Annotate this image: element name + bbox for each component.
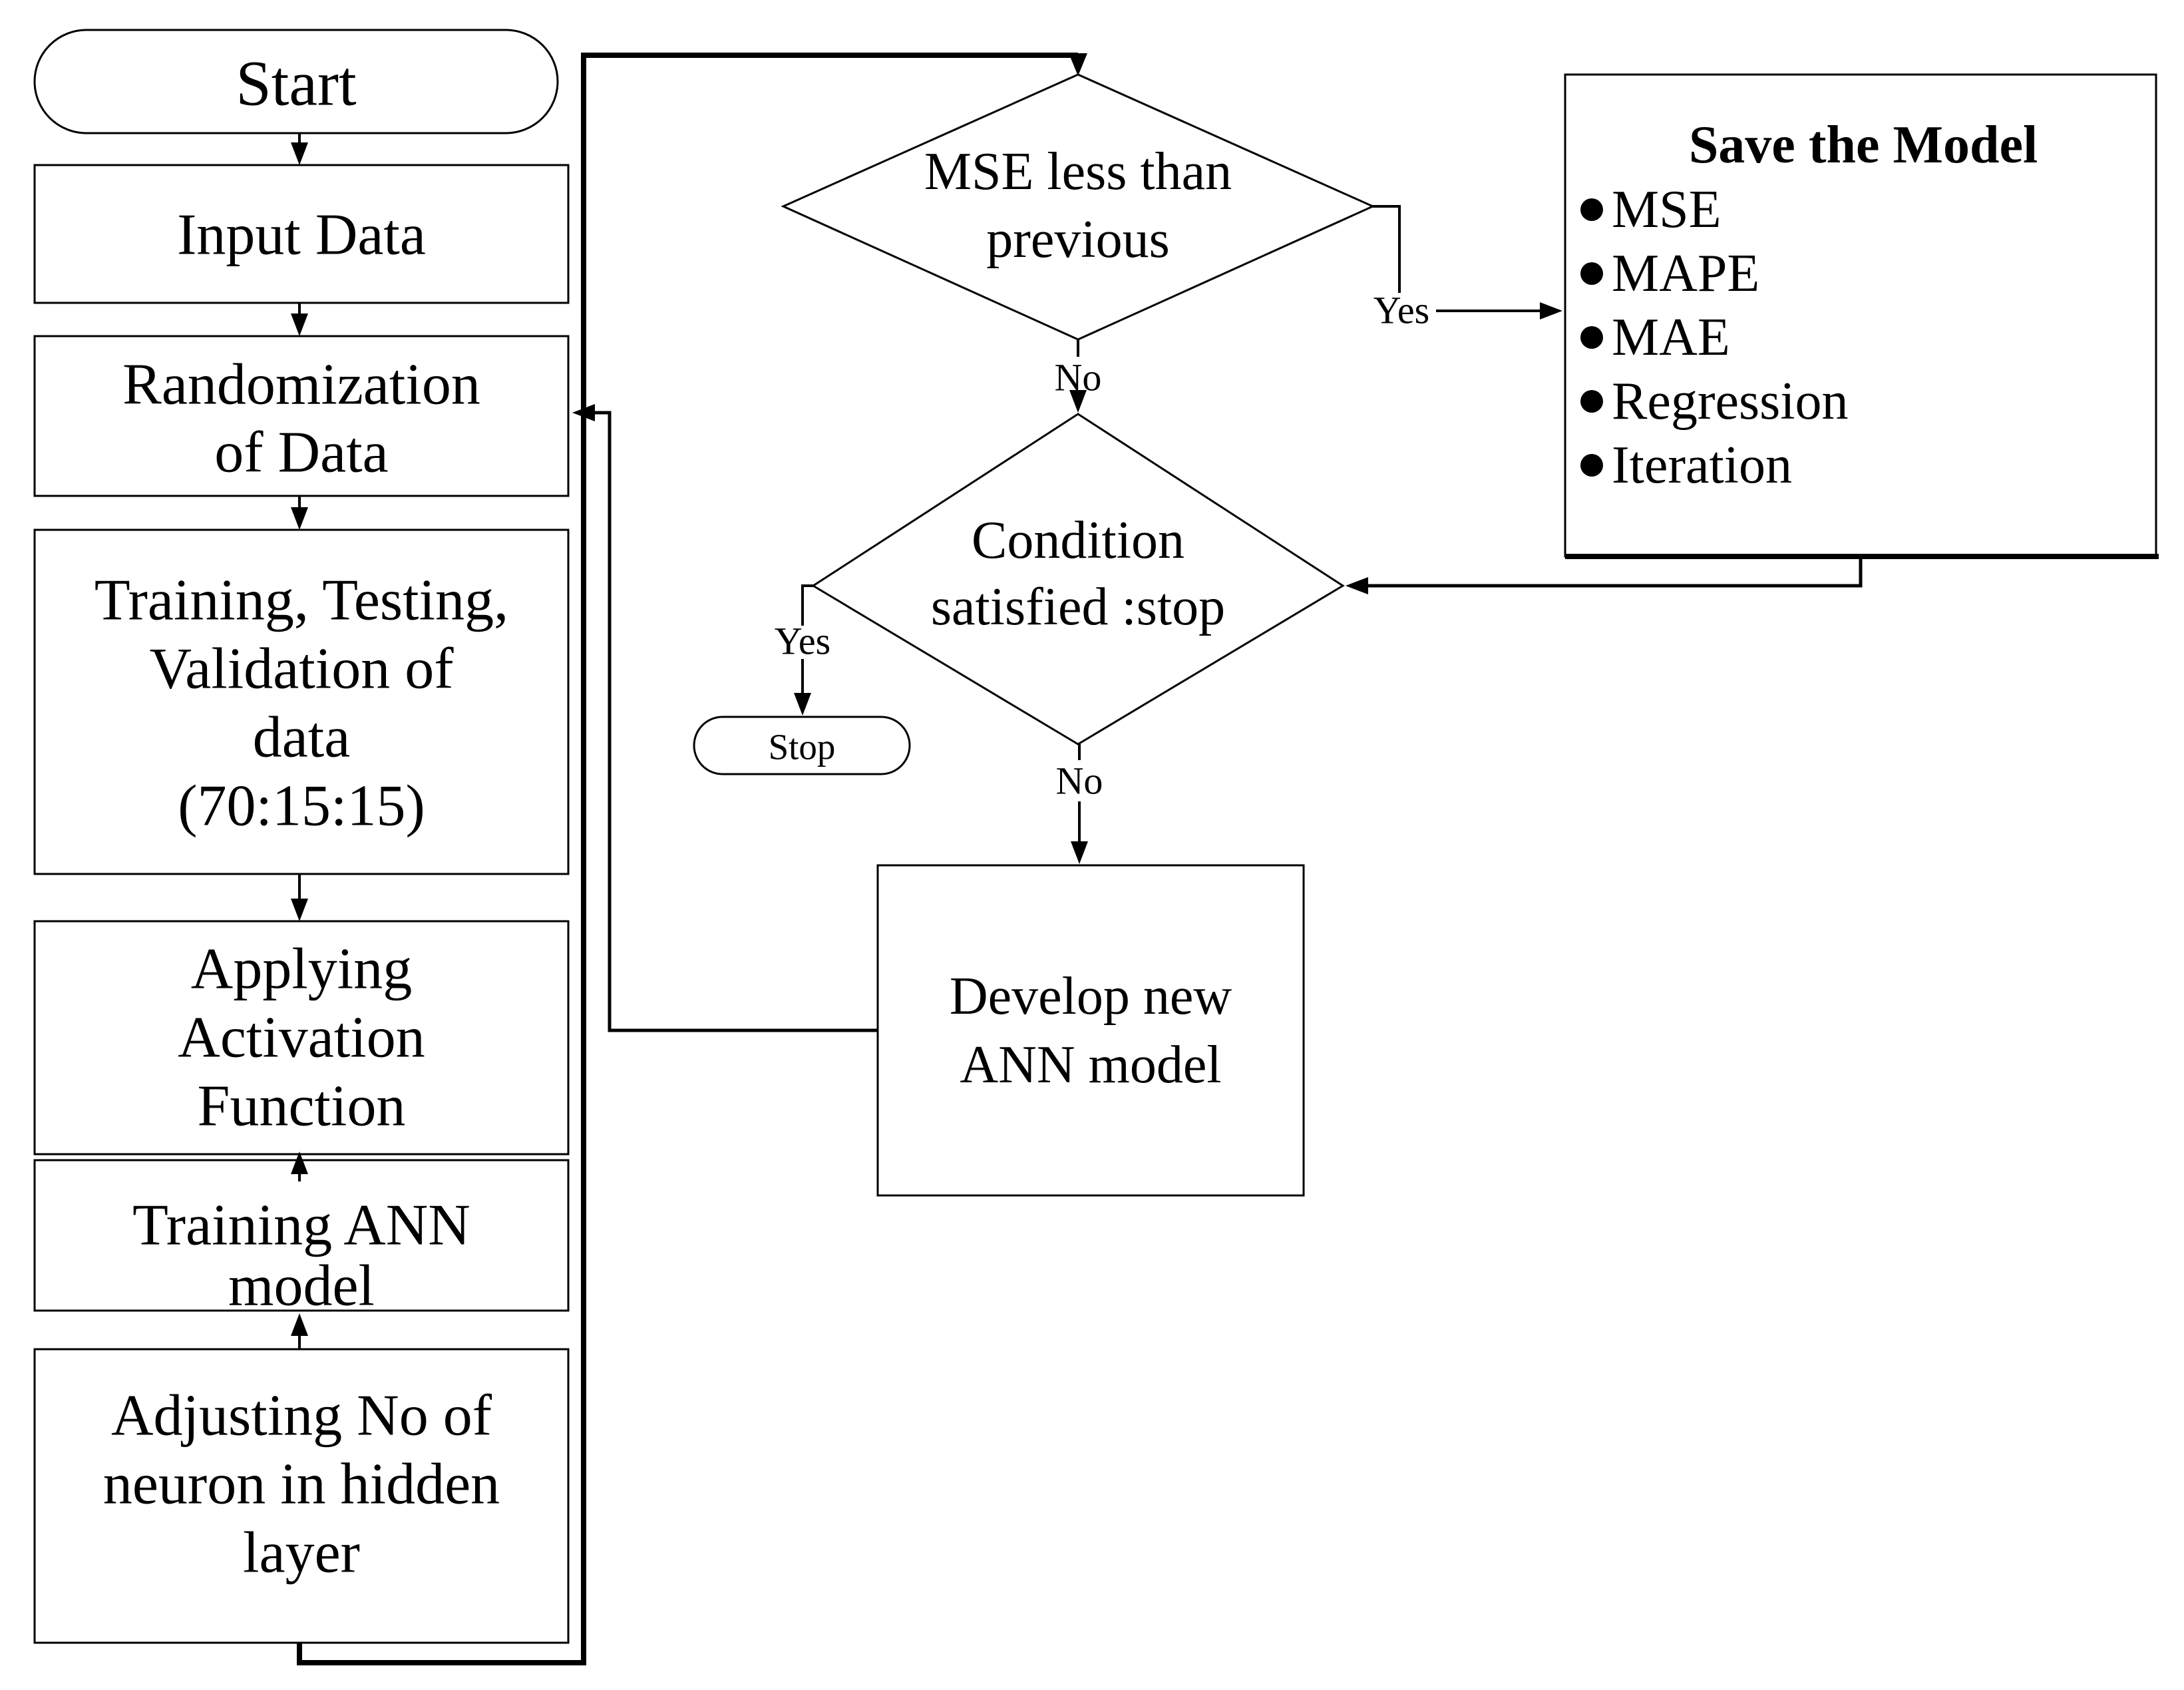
training-split-process	[33, 528, 570, 875]
save-model-item-regression: Regression	[1612, 372, 1849, 431]
stop-terminator	[693, 716, 911, 775]
edge-adjust-to-trainann-arrowhead	[291, 1313, 308, 1336]
activation-label-line3: Function	[198, 1074, 406, 1139]
save-model-title: Save the Model	[1689, 116, 2038, 174]
edge-develop-to-randomization-arrowhead	[572, 404, 595, 421]
bullet-icon	[1580, 326, 1603, 349]
edge-mse-no-arrowhead	[1069, 390, 1087, 413]
save-model-item-mape: MAPE	[1612, 244, 1759, 303]
activation-label-line2: Activation	[178, 1006, 425, 1070]
bullet-icon	[1580, 198, 1603, 221]
start-terminator	[33, 29, 559, 134]
edge-randomization-to-training-arrowhead	[291, 507, 308, 530]
condition-decision-label-line1: Condition	[972, 511, 1184, 570]
train-ann-process	[33, 1159, 570, 1312]
adjust-neurons-label-line3: layer	[243, 1521, 360, 1585]
train-ann-label-line1: Training ANN	[132, 1193, 470, 1258]
randomization-label-line2: of Data	[214, 421, 388, 485]
training-split-label-line2: Validation of	[149, 637, 454, 702]
develop-new-label-line2: ANN model	[960, 1036, 1221, 1094]
adjust-neurons-process	[33, 1348, 570, 1644]
adjust-neurons-label-line1: Adjusting No of	[111, 1384, 492, 1448]
bullet-icon	[1580, 390, 1603, 413]
input-data-label: Input Data	[177, 203, 426, 268]
training-split-label-line4: (70:15:15)	[178, 774, 425, 839]
stop-label: Stop	[769, 727, 836, 767]
edge-adjust-to-mse-arrowhead	[1069, 53, 1087, 76]
edge-mse-yes-arrowhead	[1540, 302, 1562, 319]
start-label: Start	[236, 48, 357, 119]
edge-adjust-to-mse-feedback	[297, 53, 1078, 1665]
randomization-process	[33, 335, 570, 497]
bullet-icon	[1580, 454, 1603, 477]
save-model-panel	[1564, 73, 2157, 558]
condition-decision-label-line2: satisfied :stop	[931, 578, 1225, 636]
mse-yes-label: Yes	[1373, 289, 1429, 332]
bullet-icon	[1580, 262, 1603, 285]
condition-no-label-bg	[1049, 760, 1109, 801]
randomization-label-line1: Randomization	[122, 353, 480, 417]
edge-trainann-to-activation-arrowhead	[291, 1152, 308, 1174]
mse-decision-label-line1: MSE less than	[924, 142, 1232, 201]
adjust-neurons-label-line2: neuron in hidden	[103, 1452, 500, 1517]
save-model-item-mae: MAE	[1612, 308, 1730, 367]
condition-no-label: No	[1056, 759, 1103, 803]
mse-decision	[781, 73, 1375, 341]
training-split-label-line3: data	[253, 706, 351, 770]
save-model-item-mse: MSE	[1612, 180, 1722, 239]
activation-process	[33, 920, 570, 1156]
edge-training-to-activation-arrowhead	[291, 899, 308, 921]
edge-mse-yes-elbow	[1373, 205, 1401, 293]
edge-save-to-condition-arrowhead	[1346, 577, 1368, 594]
develop-new-label-line1: Develop new	[950, 967, 1232, 1026]
save-model-item-iteration: Iteration	[1612, 436, 1792, 495]
edge-condition-yes-elbow	[801, 584, 813, 626]
mse-decision-label-line2: previous	[986, 210, 1170, 269]
edge-develop-to-randomization	[594, 411, 878, 1032]
activation-label-line1: Applying	[191, 937, 412, 1002]
training-split-label-line1: Training, Testing,	[94, 568, 508, 633]
edge-condition-no-arrowhead	[1071, 841, 1088, 864]
condition-yes-label: Yes	[775, 620, 830, 663]
edge-start-to-input-arrowhead	[291, 142, 308, 165]
edge-save-to-condition	[1367, 556, 1863, 588]
edge-condition-yes-arrowhead	[794, 693, 811, 716]
train-ann-label-line2: model	[228, 1254, 375, 1319]
input-data-process	[33, 164, 570, 304]
edge-input-to-randomization-arrowhead	[291, 314, 308, 336]
develop-new-process	[876, 864, 1305, 1197]
